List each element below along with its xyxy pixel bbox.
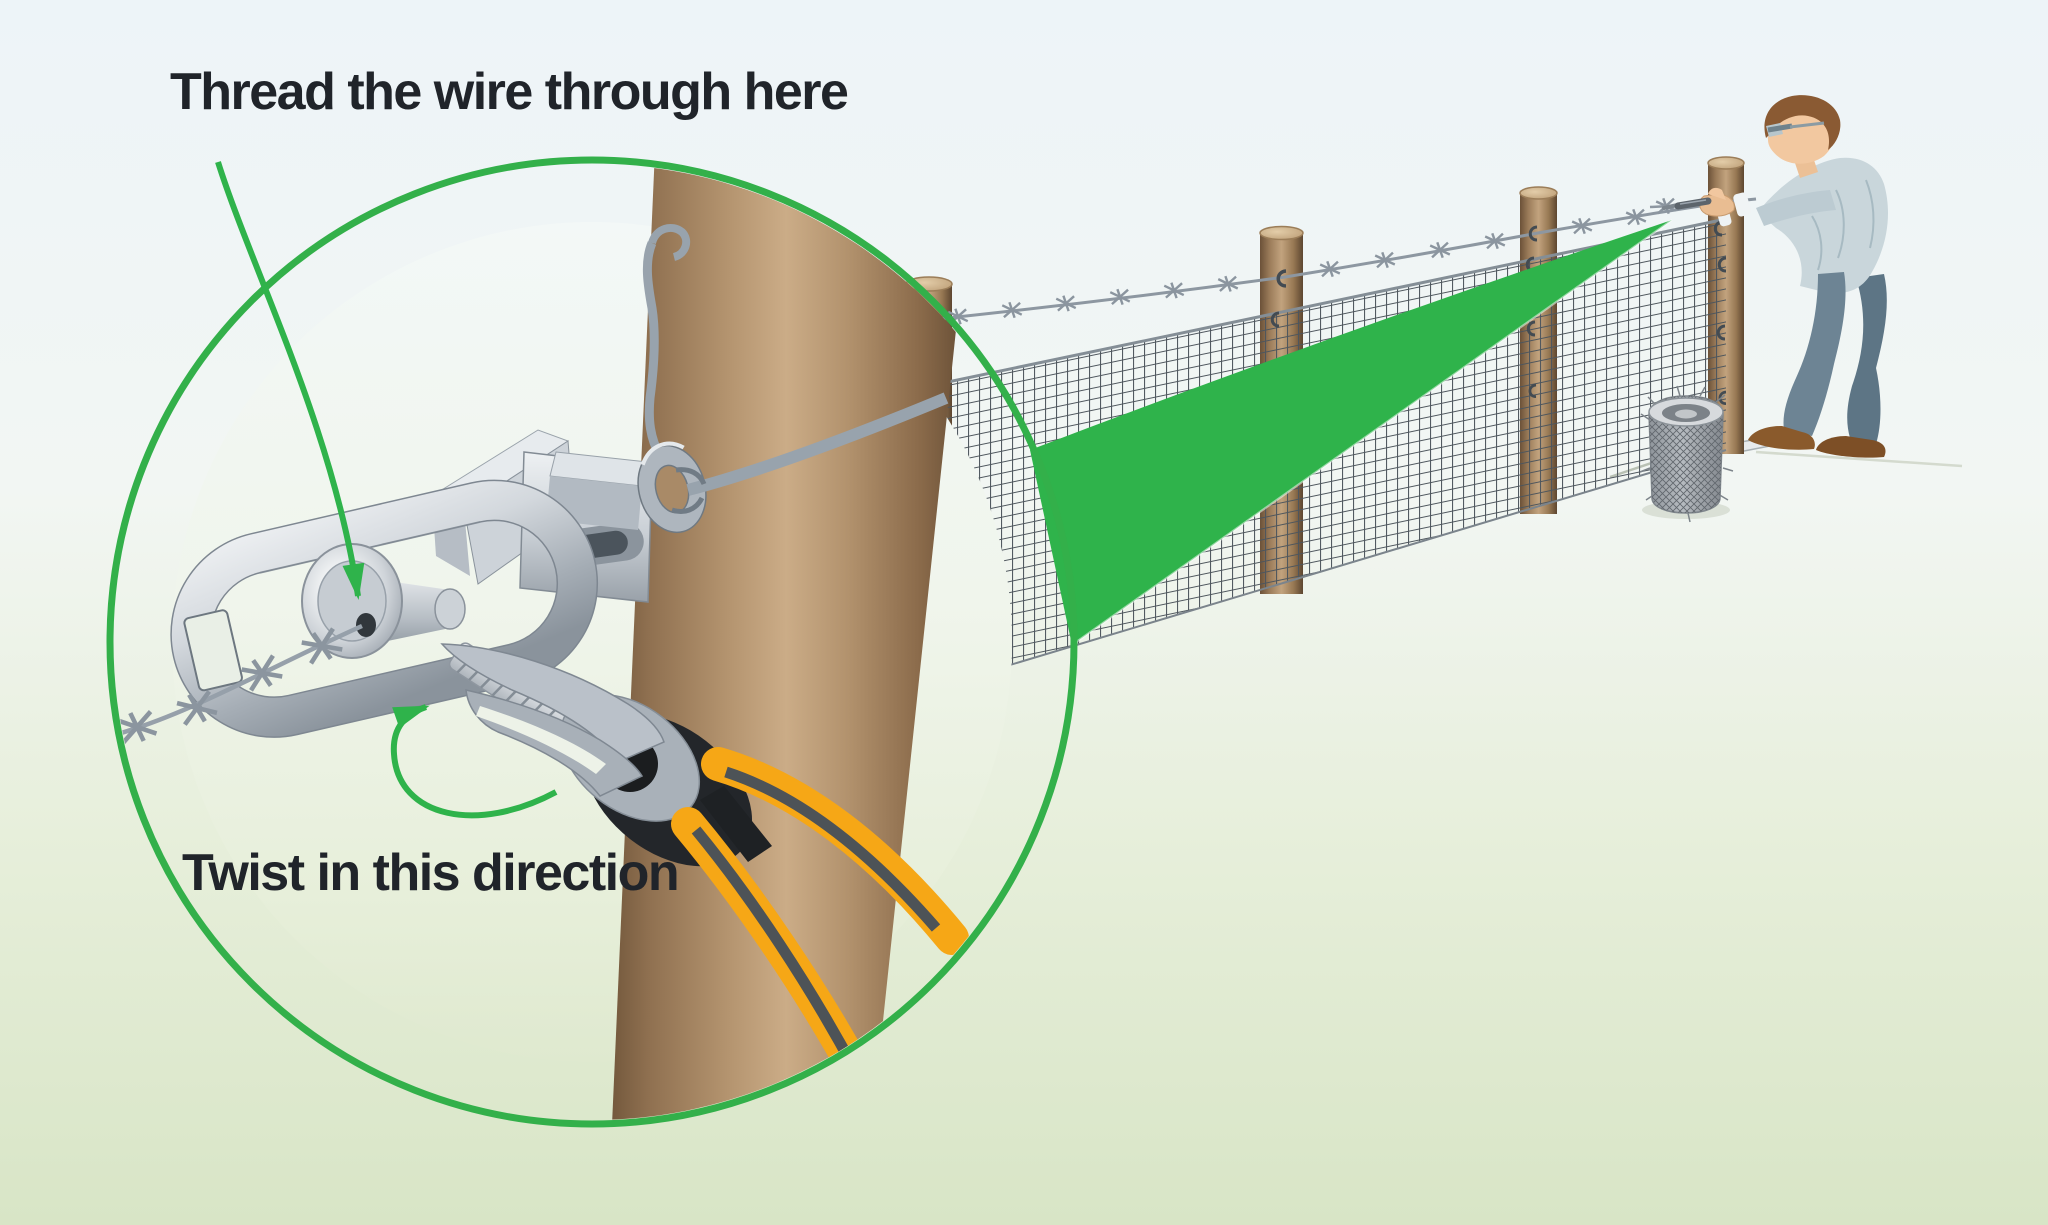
twist-arrow <box>390 704 558 819</box>
strainer-left-slot <box>183 609 243 692</box>
strainer-spool-hole <box>356 613 376 637</box>
pliers <box>440 643 969 1099</box>
magnifier-circle <box>106 156 1078 1128</box>
strainer-spool <box>301 543 466 659</box>
label-twist-direction: Twist in this direction <box>182 843 680 903</box>
thread-arrow <box>215 161 365 600</box>
pliers-handles <box>671 747 969 1099</box>
wire-wrap-band <box>671 392 949 514</box>
worker-front-leg <box>1783 272 1846 436</box>
magnifier-callout-triangle <box>1030 219 1673 646</box>
hand-pliers-tool <box>1649 197 1712 210</box>
wire-roll-spikes <box>1639 385 1734 523</box>
worker-figure <box>1649 95 1888 458</box>
worker-back-shoe <box>1816 436 1886 458</box>
worker-back-leg <box>1847 274 1887 444</box>
label-twist-direction-text: Twist in this direction <box>182 844 680 902</box>
label-thread-wire: Thread the wire through here <box>170 62 849 122</box>
worker-front-shoe <box>1748 426 1815 450</box>
worker-shirt <box>1758 157 1888 294</box>
magnifier-rim <box>106 156 1078 1128</box>
glasses-strap <box>1789 121 1825 129</box>
wire-roll <box>1639 385 1734 523</box>
safety-glasses <box>1767 123 1793 133</box>
worker-arm <box>1756 190 1836 226</box>
shirt-folds <box>1811 179 1875 271</box>
zoom-barbed-wire <box>114 625 363 746</box>
worker-hand-2 <box>1708 187 1726 200</box>
label-thread-wire-text: Thread the wire through here <box>170 63 849 121</box>
pliers-jaw-gap <box>476 706 606 774</box>
mesh-bottom-edge <box>899 449 1727 699</box>
pliers-upper-jaw <box>440 643 665 763</box>
worker-hair <box>1764 95 1841 150</box>
mesh-top-selvage <box>899 217 1727 394</box>
fence-scene <box>899 95 1963 703</box>
sleeve-cuff <box>1733 192 1751 217</box>
magnified-content <box>114 164 975 1120</box>
barbed-wire <box>928 195 1757 327</box>
